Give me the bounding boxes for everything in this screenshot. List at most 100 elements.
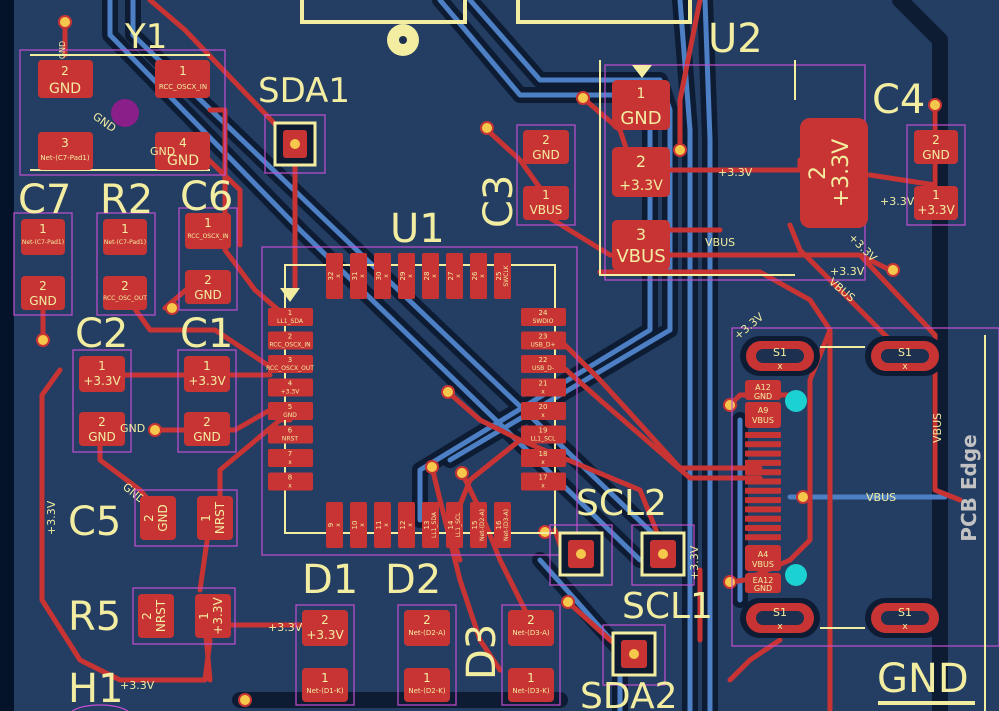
u1-pin-28-net: x: [431, 274, 438, 278]
r5-pad1-num: 1: [197, 612, 211, 620]
ref-r5: R5: [68, 594, 121, 640]
u1-pin-32-num: 32: [327, 272, 335, 281]
u1-pin-6-net: NRST: [282, 436, 298, 443]
u1-pin-15-num: 15: [471, 521, 479, 530]
u1-pin-7: [268, 449, 313, 467]
u1-pin-22: [521, 355, 566, 373]
d1-pad1-num: 1: [321, 671, 329, 685]
u1-pin-12-net: x: [407, 523, 414, 527]
c7-pad1-net: Net-(C7-Pad1): [22, 239, 64, 246]
c2-gnd-trace-label: GND: [120, 422, 145, 435]
usb-hole-bottom: [785, 564, 807, 586]
y1-pad4-num: 4: [179, 136, 187, 150]
u2-v33-bottom-label: +3.3V: [830, 265, 865, 278]
u1-pin-21: [521, 378, 566, 397]
d1-pad2-num: 2: [321, 613, 329, 627]
d3-pad2-num: 2: [527, 613, 535, 627]
u1-pin-3: [268, 355, 313, 373]
u1-pin-8-net: x: [288, 483, 292, 490]
r5-footprint[interactable]: 2 NRST 1 +3.3V R5 +3.3V +3.3V +3.3V: [45, 500, 303, 692]
c4-pad2-num: 2: [932, 133, 940, 147]
u1-pin-5-net: GND: [283, 412, 297, 419]
u2-pad1-num: 1: [637, 86, 646, 102]
u1-pin-1-net: LL1_SDA: [277, 318, 304, 325]
u1-pin-22-net: USB_D-: [532, 365, 554, 372]
usb-shield-tl-net: x: [777, 362, 783, 372]
sda2-testpoint[interactable]: SDA2: [580, 624, 677, 711]
r2-pad1-num: 1: [121, 222, 129, 236]
ref-c3: C3: [476, 175, 522, 228]
u1-pin-14: [446, 502, 463, 548]
u1-pin-29: [398, 253, 415, 299]
u1-pin-31-net: x: [359, 274, 366, 278]
c5-pad1-num: 1: [199, 514, 213, 522]
u1-pin-9: [326, 502, 343, 548]
r5-pad1-net: +3.3V: [211, 597, 225, 635]
u1-pin-12: [398, 502, 415, 548]
u1-pin-9-net: x: [335, 523, 342, 527]
usb-shield-tr-num: S1: [898, 346, 912, 359]
u1-footprint[interactable]: U1 1LL1_SDA2RCC_OSCX_IN3RCC_OSCX_OUT4+3.…: [261, 206, 578, 556]
u1-pin-6: [268, 425, 313, 444]
ref-c6: C6: [180, 174, 233, 220]
u1-pin-18: [521, 449, 566, 467]
scl2-testpoint[interactable]: SCL2: [549, 483, 667, 586]
c7-pad1-num: 1: [39, 222, 47, 236]
c1-footprint[interactable]: 1 +3.3V 2 GND C1: [177, 311, 237, 453]
u1-pin-26: [470, 253, 487, 299]
scl1-v33-label: +3.3V: [688, 545, 701, 580]
r2-footprint[interactable]: 1 Net-(C7-Pad1) 2 RCC_OSC_OUT R2: [96, 177, 156, 316]
r2-pad1-net: Net-(C7-Pad1): [104, 239, 146, 246]
ref-c4: C4: [872, 77, 925, 123]
usb-signal-pin: [745, 478, 781, 485]
u2-footprint[interactable]: 1 GND 2 +3.3V 3 VBUS 2 +3.3V +3.3V VBUS …: [599, 16, 915, 305]
u1-pin-19-num: 19: [539, 427, 548, 435]
u1-pin-4-net: +3.3V: [281, 389, 301, 396]
c7-pad2-net: GND: [29, 294, 57, 308]
ref-r2: R2: [100, 177, 153, 223]
u1-pin-14-num: 14: [447, 520, 455, 529]
usb-shield-bl-net: x: [777, 622, 783, 632]
y1-gnd-label: GND: [58, 41, 67, 59]
d3-footprint[interactable]: 2 Net-(D3-A) 1 Net-(D3-K) D3: [459, 604, 561, 706]
y1-gnd-trace-label-2: GND: [150, 145, 175, 158]
d1-footprint[interactable]: 2 +3.3V 1 Net-(D1-K) D1: [295, 557, 358, 706]
marker-dot: [111, 99, 139, 127]
usb-c-connector[interactable]: S1 x S1 x S1 x S1 x: [731, 310, 999, 711]
ref-sda1: SDA1: [258, 71, 350, 111]
r2-pad2-num: 2: [121, 279, 129, 293]
ref-scl2: SCL2: [576, 483, 667, 524]
c2-pad2-net: GND: [88, 430, 116, 444]
pcb-edge-label: PCB Edge: [957, 434, 981, 541]
c3-footprint[interactable]: 2 GND 1 VBUS C3: [476, 124, 576, 228]
c1-pad2-net: GND: [193, 430, 221, 444]
u1-pin-24-num: 24: [539, 309, 548, 317]
y1-pad2-net: GND: [49, 81, 81, 97]
u1-pin-2-num: 2: [288, 333, 292, 341]
u1-pin-13-num: 13: [423, 521, 431, 530]
c6-footprint[interactable]: 1 RCC_OSCX_IN 2 GND C6: [178, 174, 238, 311]
u1-pin-20-num: 20: [539, 403, 548, 411]
d2-footprint[interactable]: 2 Net-(D2-A) 1 Net-(D2-K) D2: [385, 557, 457, 706]
u1-pin-27: [446, 253, 463, 299]
d2-pad2-net: Net-(D2-A): [408, 629, 446, 637]
usb-signal-pin: [745, 506, 781, 513]
u1-pin-4-num: 4: [288, 380, 293, 388]
sda1-testpoint[interactable]: SDA1: [258, 71, 350, 174]
u1-pin-4: [268, 378, 313, 397]
usb-hole-top: [785, 390, 807, 412]
c4-footprint[interactable]: 2 GND 1 +3.3V C4: [872, 77, 966, 226]
u1-pin-16: [494, 502, 511, 548]
c3-pad1-num: 1: [542, 188, 550, 202]
c1-pad2-num: 2: [203, 415, 211, 429]
c2-pad1-num: 1: [98, 359, 106, 373]
u1-pin-21-net: x: [541, 389, 545, 396]
c5-footprint[interactable]: 2 GND 1 NRST C5: [68, 489, 238, 547]
scl1-testpoint[interactable]: SCL1 +3.3V: [622, 524, 713, 627]
ref-c1: C1: [180, 311, 233, 357]
c7-footprint[interactable]: 1 Net-(C7-Pad1) 2 GND C7: [13, 177, 73, 316]
ref-c7: C7: [18, 177, 71, 223]
c2-footprint[interactable]: 1 +3.3V 2 GND GND GND C2: [72, 311, 148, 507]
u1-pin-18-net: x: [541, 459, 545, 466]
